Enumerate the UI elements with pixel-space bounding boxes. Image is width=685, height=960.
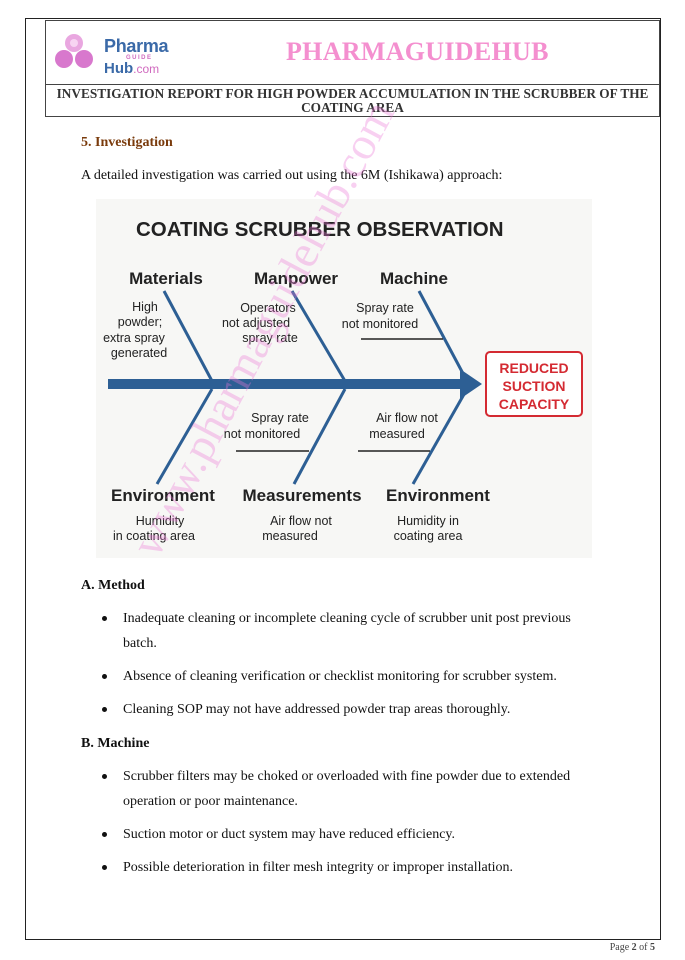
sub-cause-environment-1: Air flow not: [376, 411, 438, 425]
section-heading: 5. Investigation: [81, 135, 173, 150]
method-list: Inadequate cleaning or incomplete cleani…: [81, 606, 601, 730]
page-total: 5: [650, 942, 655, 953]
list-item: Absence of cleaning verification or chec…: [81, 664, 601, 689]
cause-environment-right-1: Humidity in: [397, 514, 459, 528]
machine-list: Scrubber filters may be choked or overlo…: [81, 764, 601, 888]
logo-text-pharma: Pharma: [104, 36, 169, 56]
cause-materials-4: generated: [111, 346, 167, 360]
cause-materials-3: extra spray: [103, 331, 166, 345]
cause-manpower-1: Operators: [240, 301, 296, 315]
bone-measurements: [292, 388, 347, 485]
cause-machine-1: Spray rate: [356, 301, 414, 315]
intro-text: A detailed investigation was carried out…: [81, 168, 503, 183]
bone-environment-left: [155, 388, 214, 485]
effect-line-3: CAPACITY: [499, 396, 570, 412]
site-title: PHARMAGUIDEHUB: [286, 37, 549, 66]
logo-hub: Hub: [104, 60, 134, 77]
cause-machine-2: not monitored: [342, 317, 418, 331]
page-number: Page 2 of 5: [610, 942, 655, 953]
bullet-icon: [102, 774, 107, 779]
category-manpower: Manpower: [254, 269, 338, 288]
sub-cause-measurements-1: Spray rate: [251, 411, 309, 425]
site-logo[interactable]: Pharma GUIDE Hub.com: [52, 29, 172, 77]
cause-materials-1: High: [132, 300, 158, 314]
page-sep: of: [636, 942, 650, 953]
page-prefix: Page: [609, 942, 632, 953]
diagram-title: COATING SCRUBBER OBSERVATION: [136, 218, 504, 241]
sub-cause-environment-2: measured: [369, 427, 425, 441]
logo-circles-icon: [55, 34, 93, 68]
bullet-icon: [102, 832, 107, 837]
list-item: Suction motor or duct system may have re…: [81, 822, 601, 847]
method-item-1: Inadequate cleaning or incomplete cleani…: [123, 611, 571, 651]
logo-dotcom: .com: [133, 62, 160, 76]
category-materials: Materials: [129, 269, 203, 288]
machine-heading: B. Machine: [81, 736, 150, 751]
sub-cause-measurements-2: not monitored: [224, 427, 300, 441]
cause-manpower-2: not adjusted: [222, 316, 290, 330]
logo-text-hub: Hub.com: [104, 60, 159, 77]
bullet-icon: [102, 616, 107, 621]
cause-environment-left-1: Humidity: [136, 514, 185, 528]
bone-materials: [162, 290, 214, 382]
bone-manpower: [290, 290, 347, 382]
method-item-2: Absence of cleaning verification or chec…: [123, 669, 557, 684]
list-item: Scrubber filters may be choked or overlo…: [81, 764, 601, 814]
cause-materials-2: powder;: [118, 315, 162, 329]
machine-item-2: Suction motor or duct system may have re…: [123, 827, 456, 842]
list-item: Possible deterioration in filter mesh in…: [81, 855, 601, 880]
fishbone-diagram: COATING SCRUBBER OBSERVATION Materials M…: [96, 199, 592, 558]
report-title: INVESTIGATION REPORT FOR HIGH POWDER ACC…: [56, 86, 649, 115]
cause-measurements-1: Air flow not: [270, 514, 332, 528]
cause-environment-right-2: coating area: [394, 529, 463, 543]
effect-line-1: REDUCED: [499, 360, 568, 376]
machine-item-3: Possible deterioration in filter mesh in…: [123, 860, 513, 875]
cause-environment-left-2: in coating area: [113, 529, 195, 543]
bone-machine: [417, 290, 469, 382]
list-item: Inadequate cleaning or incomplete cleani…: [81, 606, 601, 656]
category-environment-left: Environment: [111, 486, 215, 505]
method-item-3: Cleaning SOP may not have addressed powd…: [123, 702, 511, 717]
list-item: Cleaning SOP may not have addressed powd…: [81, 697, 601, 722]
page-header: Pharma GUIDE Hub.com PHARMAGUIDEHUB INVE…: [45, 20, 660, 117]
bullet-icon: [102, 707, 107, 712]
page-current: 2: [631, 942, 637, 953]
page-border: [25, 18, 661, 940]
bullet-icon: [102, 865, 107, 870]
bullet-icon: [102, 674, 107, 679]
effect-box: [485, 351, 583, 417]
header-divider: [46, 84, 659, 85]
method-heading: A. Method: [81, 578, 145, 593]
category-machine: Machine: [380, 269, 448, 288]
category-environment-right: Environment: [386, 486, 490, 505]
logo-text-guide: GUIDE: [126, 55, 153, 61]
machine-item-1: Scrubber filters may be choked or overlo…: [123, 769, 571, 809]
category-measurements: Measurements: [242, 486, 361, 505]
cause-measurements-2: measured: [262, 529, 318, 543]
effect-line-2: SUCTION: [503, 378, 566, 394]
cause-manpower-3: spray rate: [242, 331, 298, 345]
bone-environment-right: [411, 388, 469, 485]
